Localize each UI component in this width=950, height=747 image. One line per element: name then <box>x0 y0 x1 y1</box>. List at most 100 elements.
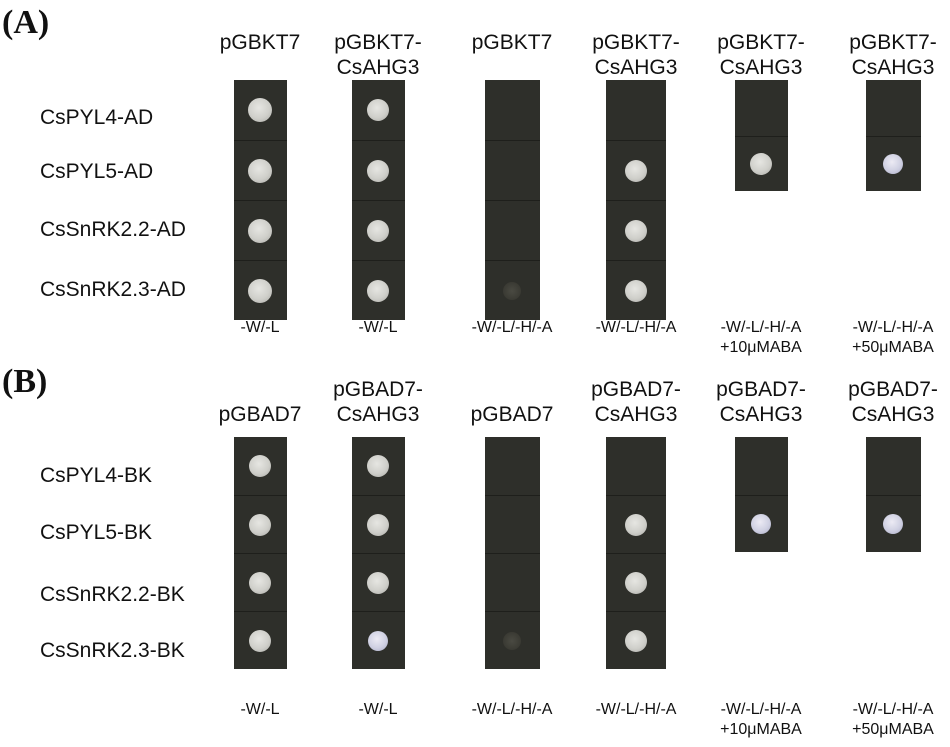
column-header-line: CsAHG3 <box>336 403 420 426</box>
plate-tile <box>352 80 405 140</box>
column-header-line: pGBAD7- <box>591 378 681 401</box>
plate-tile <box>734 135 788 192</box>
plate-tile <box>606 611 666 669</box>
plate-tile <box>351 260 405 320</box>
colony-spot <box>248 98 272 122</box>
plate-strip <box>233 437 287 669</box>
row-label: CsSnRK2.3-BK <box>40 639 185 662</box>
colony-spot <box>625 572 647 594</box>
plate-tile <box>233 553 287 611</box>
colony-spot <box>625 280 647 302</box>
row-label: CsPYL4-BK <box>40 464 153 487</box>
plate-strip <box>351 80 405 320</box>
column-header: pGBKT7 <box>185 30 335 55</box>
plate-tile <box>233 140 287 200</box>
condition-line: +50μMABA <box>852 721 934 738</box>
column-header-line: pGBKT7- <box>592 31 680 54</box>
plate-tile <box>606 140 666 200</box>
plate-tile <box>351 200 405 260</box>
column-header-line: pGBKT7- <box>717 31 805 54</box>
colony-spot <box>248 219 272 243</box>
colony-spot <box>367 160 389 182</box>
plate-tile <box>352 437 405 495</box>
column-header: pGBKT7-CsAHG3 <box>303 30 453 80</box>
condition-label: -W/-L <box>190 318 330 338</box>
colony-spot <box>750 153 772 176</box>
panel-label: (B) <box>2 363 48 400</box>
column-header: pGBAD7-CsAHG3 <box>303 377 453 427</box>
plate-tile <box>233 200 287 260</box>
condition-line: +10μMABA <box>720 339 802 356</box>
plate-strip <box>606 80 666 320</box>
plate-tile <box>484 200 540 260</box>
plate-strip <box>734 437 788 552</box>
colony-spot <box>367 280 389 302</box>
plate-tile <box>485 80 540 140</box>
plate-strip <box>351 437 405 669</box>
column-header: pGBAD7-CsAHG3 <box>561 377 711 427</box>
plate-tile <box>351 495 405 553</box>
plate-strip <box>865 80 921 191</box>
condition-label: -W/-L/-H/-A <box>566 700 706 720</box>
column-header: pGBAD7-CsAHG3 <box>818 377 950 427</box>
condition-label: -W/-L <box>190 700 330 720</box>
colony-spot <box>367 572 389 594</box>
condition-label: -W/-L/-H/-A +50μMABA <box>823 318 950 358</box>
colony-spot <box>625 514 647 536</box>
colony-spot <box>249 514 271 536</box>
condition-line: -W/-L <box>358 701 398 718</box>
column-header-line: CsAHG3 <box>594 403 678 426</box>
column-header-line: pGBAD7- <box>848 378 938 401</box>
plate-strip <box>484 437 540 669</box>
colony-spot <box>625 630 647 652</box>
plate-tile <box>234 437 287 495</box>
plate-tile <box>866 80 921 136</box>
condition-label: -W/-L/-H/-A+10μMABA <box>691 700 831 740</box>
condition-line: -W/-L <box>240 701 280 718</box>
colony-spot <box>883 514 903 535</box>
condition-label: -W/-L/-H/-A+10μMABA <box>691 318 831 358</box>
column-header-line: pGBAD7- <box>716 378 806 401</box>
column-header: pGBAD7 <box>185 402 335 427</box>
plate-strip <box>484 80 540 320</box>
column-header-line: pGBAD7 <box>218 403 302 426</box>
row-label: CsPYL5-BK <box>40 521 153 544</box>
column-header-line: pGBAD7- <box>333 378 423 401</box>
column-header-line: CsAHG3 <box>851 403 935 426</box>
plate-tile <box>484 495 540 553</box>
column-header-line: pGBAD7 <box>470 403 554 426</box>
column-header-line: CsAHG3 <box>336 56 420 79</box>
colony-spot <box>249 572 271 594</box>
row-label: CsSnRK2.2-AD <box>40 218 186 241</box>
condition-label: -W/-L/-H/-A <box>442 318 582 338</box>
condition-line: -W/-L/-H/-A <box>471 701 553 718</box>
plate-tile <box>484 140 540 200</box>
row-label: CsSnRK2.2-BK <box>40 583 185 606</box>
colony-spot <box>367 514 389 536</box>
plate-tile <box>234 80 287 140</box>
colony-spot <box>625 160 647 182</box>
plate-tile <box>484 260 540 320</box>
condition-line: -W/-L/-H/-A <box>595 319 677 336</box>
plate-strip <box>233 80 287 320</box>
column-header-line: pGBKT7 <box>219 31 301 54</box>
plate-tile <box>606 260 666 320</box>
plate-tile <box>606 80 666 140</box>
condition-line: -W/-L/-H/-A <box>471 319 553 336</box>
panel-label: (A) <box>2 4 50 41</box>
column-header-line: CsAHG3 <box>719 56 803 79</box>
column-header-line: CsAHG3 <box>719 403 803 426</box>
condition-label: -W/-L <box>308 318 448 338</box>
plate-tile <box>233 495 287 553</box>
column-header: pGBAD7-CsAHG3 <box>686 377 836 427</box>
condition-line: -W/-L/-H/-A <box>852 319 934 336</box>
plate-strip <box>734 80 788 192</box>
plate-tile <box>351 140 405 200</box>
colony-spot <box>249 455 271 477</box>
condition-line: -W/-L <box>240 319 280 336</box>
colony-spot <box>751 514 771 535</box>
condition-line: +50μMABA <box>852 339 934 356</box>
plate-tile <box>866 437 921 495</box>
row-label: CsSnRK2.3-AD <box>40 278 186 301</box>
